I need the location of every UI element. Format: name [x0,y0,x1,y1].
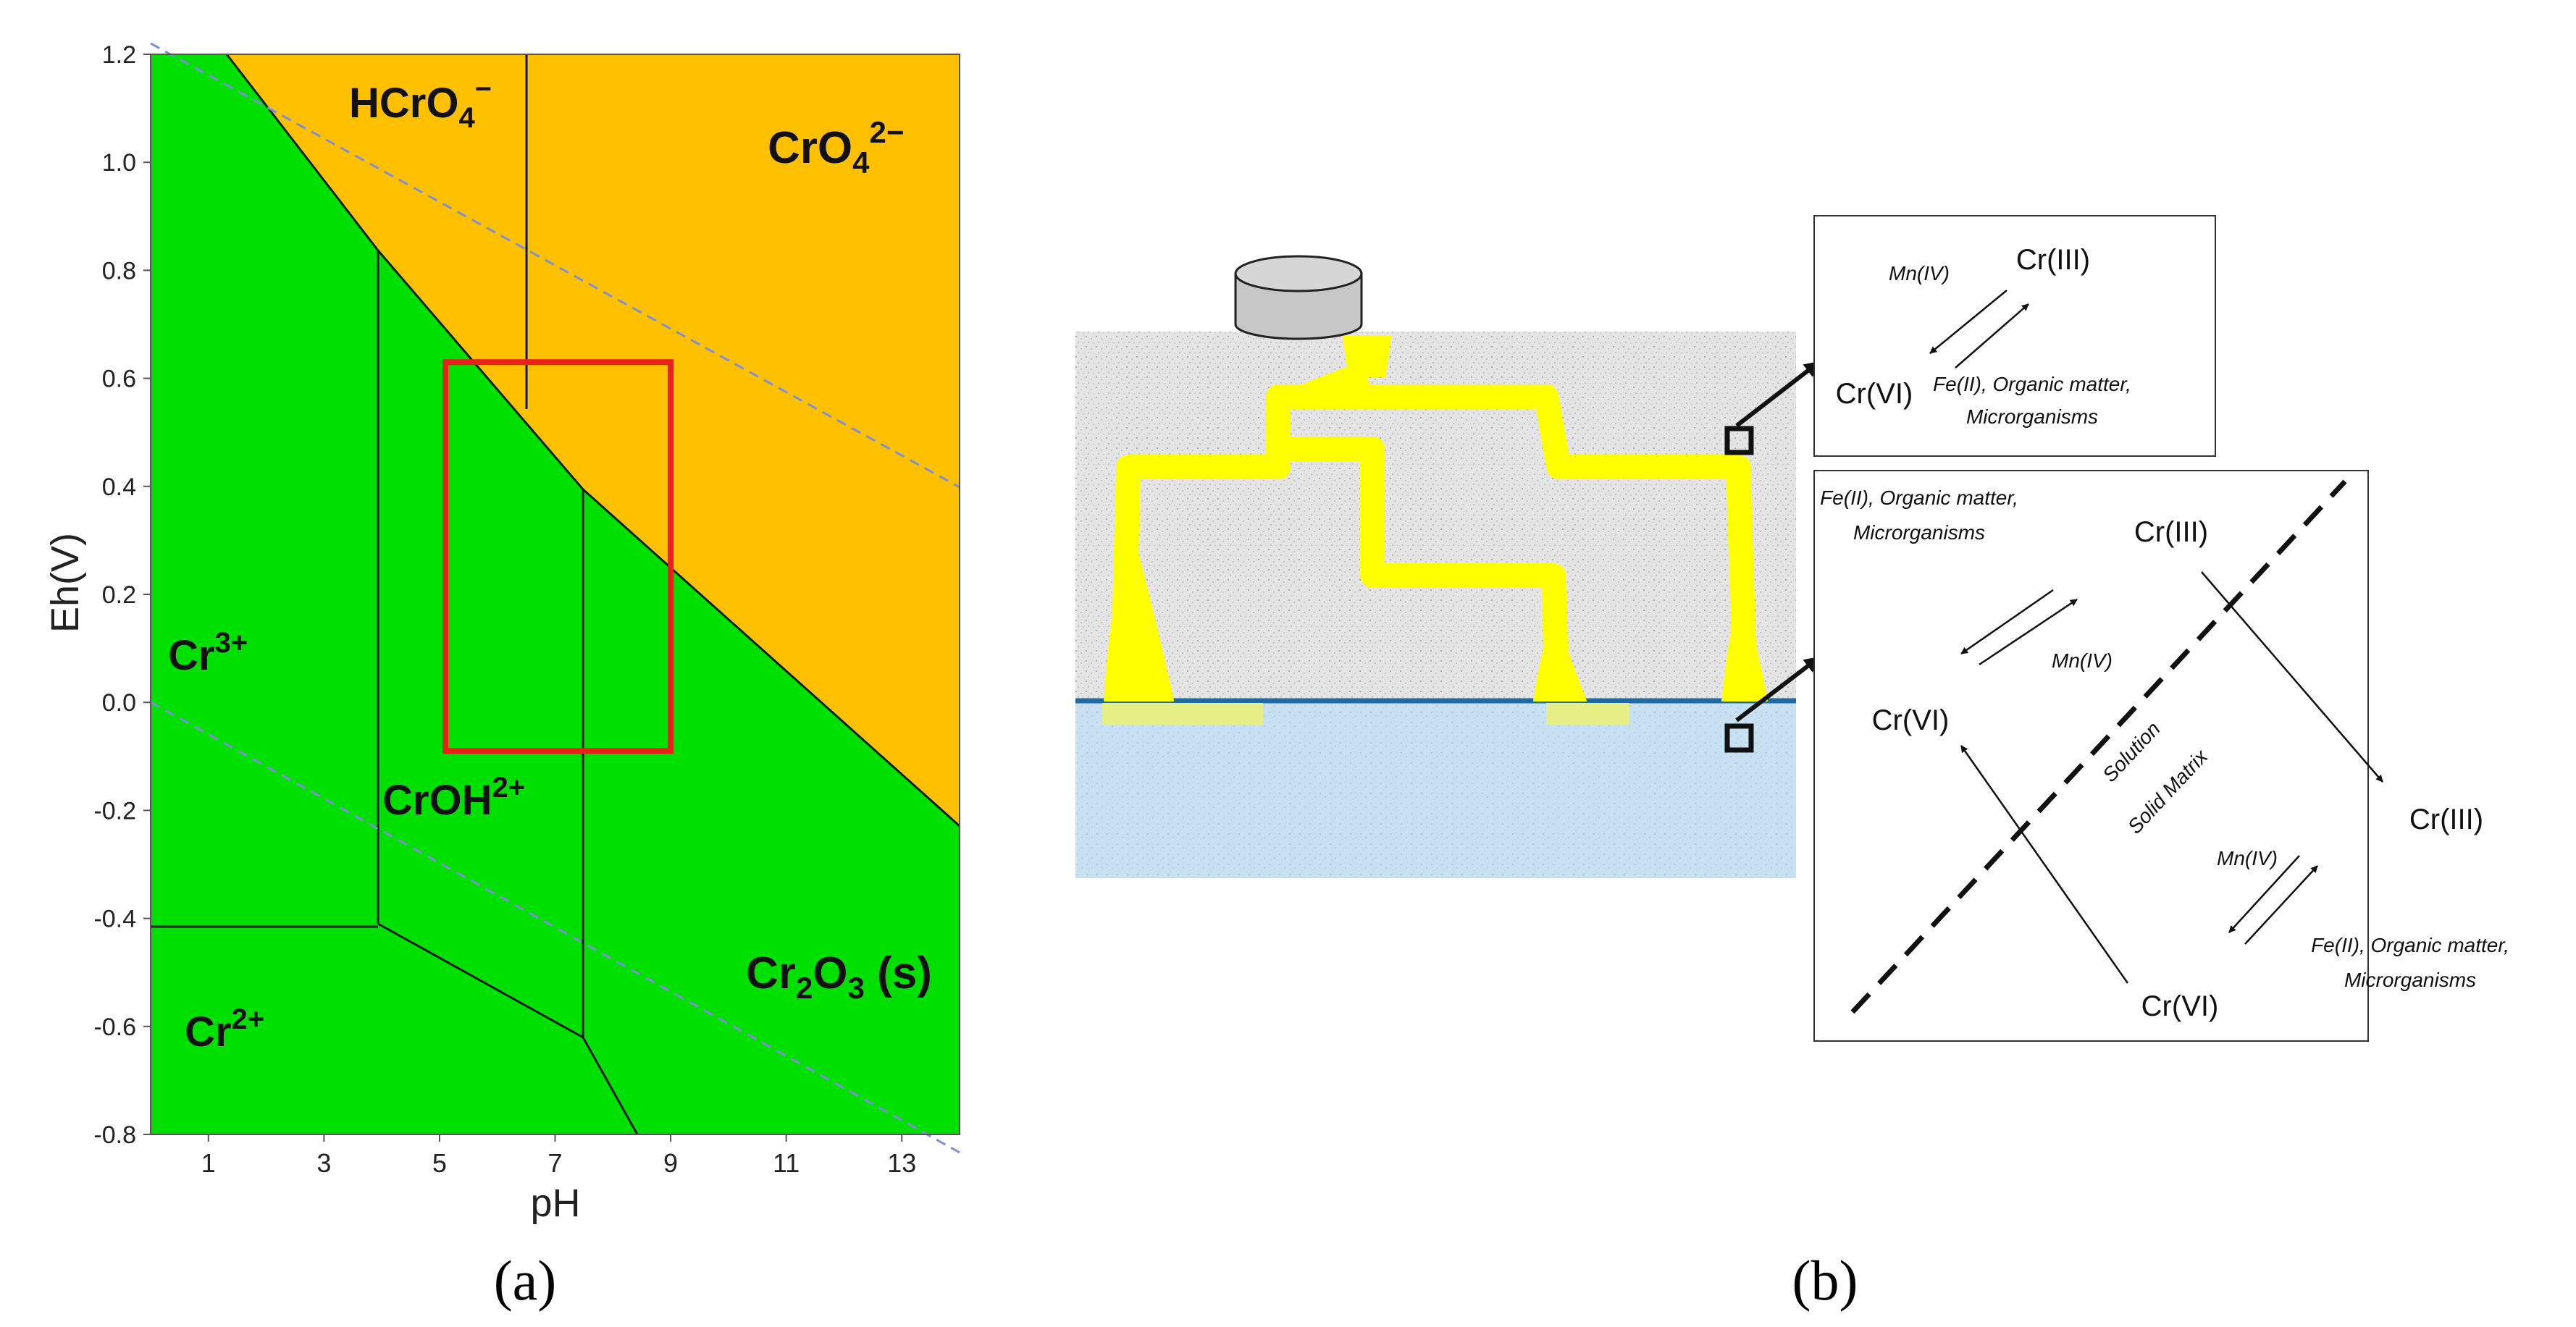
arrow-oxidation [1929,290,2007,354]
y-tick-label: 1.0 [102,149,136,177]
chromate-boundary [225,54,960,827]
label-cr6-left: Cr(VI) [1872,704,1950,736]
chromate-field [227,54,960,826]
plume-branches [1110,384,1758,696]
arrow-sorption-cr3 [2201,571,2383,783]
inset-unsaturated: Cr(III) Cr(VI) Mn(IV) Fe(II), Organic ma… [1813,215,2216,457]
zoom-marker-top [1724,426,1754,455]
label-cr6-bottom: Cr(VI) [2141,990,2219,1022]
label-mn4-bottom: Mn(IV) [2217,847,2278,869]
plume-pool-right [1721,578,1768,702]
inset-frame-bottom [1813,470,2369,1042]
plume-below-watertable-left [1102,703,1263,725]
y-tick-label: -0.2 [93,797,136,825]
oxygen-line [150,42,960,489]
arrow-solution-reduction [1979,598,2078,666]
y-tick-label: 0.2 [102,581,136,609]
x-tick-label: 1 [201,1148,216,1178]
solution-matrix-interface [1850,479,2347,1014]
label-reductants-topleft-2: Microrganisms [1853,521,1985,544]
label-cr3-top: Cr(III) [2134,516,2208,548]
inset-saturated: Fe(II), Organic matter, Microrganisms Cr… [1813,470,2509,1042]
source-tank-icon [1234,255,1363,340]
species-cr3: Cr3+ [168,627,248,679]
x-tick-label: 9 [663,1148,678,1178]
x-tick-label: 3 [316,1148,331,1178]
leader-arrow-top [1735,360,1821,428]
y-tick-label: 1.2 [102,41,136,69]
plume-pool-left [1104,521,1174,702]
y-axis-ticks: 1.2 1.0 0.8 0.6 0.4 0.2 0.0 -0.2 -0.4 -0.6 -0.8 [93,41,151,1149]
label-reductants: Fe(II), Organic matter, [1933,373,2131,395]
y-tick-label: -0.6 [93,1014,136,1041]
arrow-reduction [1955,303,2029,368]
stability-fields [151,54,960,1134]
leader-arrow-bottom [1735,655,1821,723]
contaminant-plume [1102,336,1768,725]
species-hcro4: HCrO4− [349,73,492,134]
plume-branch-source [1299,361,1370,408]
water-stability-lines [150,42,960,1154]
highlight-box [442,359,674,754]
caption-a: (a) [494,1249,557,1312]
y-tick-label: 0.8 [102,257,136,285]
hydrogen-line [150,701,960,1154]
phase-boundaries [151,54,960,1135]
y-tick-label: -0.4 [93,906,136,933]
label-reductants-bottomright: Fe(II), Organic matter, [2311,934,2509,956]
arrow-matrix-reduction [2244,865,2318,945]
y-tick-label: -0.8 [93,1121,136,1149]
species-croh: CrOH2+ [382,772,525,824]
x-tick-label: 11 [773,1148,800,1178]
caption-b: (b) [1792,1249,1858,1312]
label-reductants-topleft: Fe(II), Organic matter, [1820,486,2018,509]
species-cro4: CrO42− [768,115,904,180]
label-reductants-bottomright-2: Microrganisms [2344,969,2476,991]
arrow-matrix-oxidation [2228,855,2300,933]
inset-frame-top [1813,215,2216,457]
label-cr3-right: Cr(III) [2409,804,2483,835]
arrow-solution-oxidation [1960,589,2054,655]
schematic-diagram: Cr(III) Cr(VI) Mn(IV) Fe(II), Organic ma… [1075,215,2509,1312]
label-cr6: Cr(VI) [1836,378,1913,410]
label-mn4: Mn(IV) [1889,262,1950,285]
x-tick-label: 13 [887,1148,916,1178]
x-tick-label: 7 [547,1148,562,1178]
species-cr2o3: Cr2O3 (s) [746,948,932,1005]
y-axis-label: Eh(V) [43,533,87,633]
zoom-marker-bottom [1724,723,1754,753]
x-tick-label: 5 [432,1148,447,1178]
saturated-zone [1075,701,1796,878]
croh-reduction-boundary [377,922,639,1135]
label-cr3: Cr(III) [2016,244,2090,276]
plume-below-watertable-mid [1546,703,1629,725]
x-axis-label: pH [530,1181,580,1225]
y-tick-label: 0.4 [102,473,136,501]
plume-branch-left [1278,437,1569,696]
label-reductants-2: Microrganisms [1966,405,2098,428]
y-tick-label: 0.6 [102,366,136,393]
y-tick-label: 0.0 [102,689,136,717]
arrow-desorption-cr6 [1960,745,2129,984]
species-cr2: Cr2+ [185,1003,264,1056]
plume-pool-mid [1533,615,1587,702]
label-mn4-mid: Mn(IV) [2052,649,2113,672]
